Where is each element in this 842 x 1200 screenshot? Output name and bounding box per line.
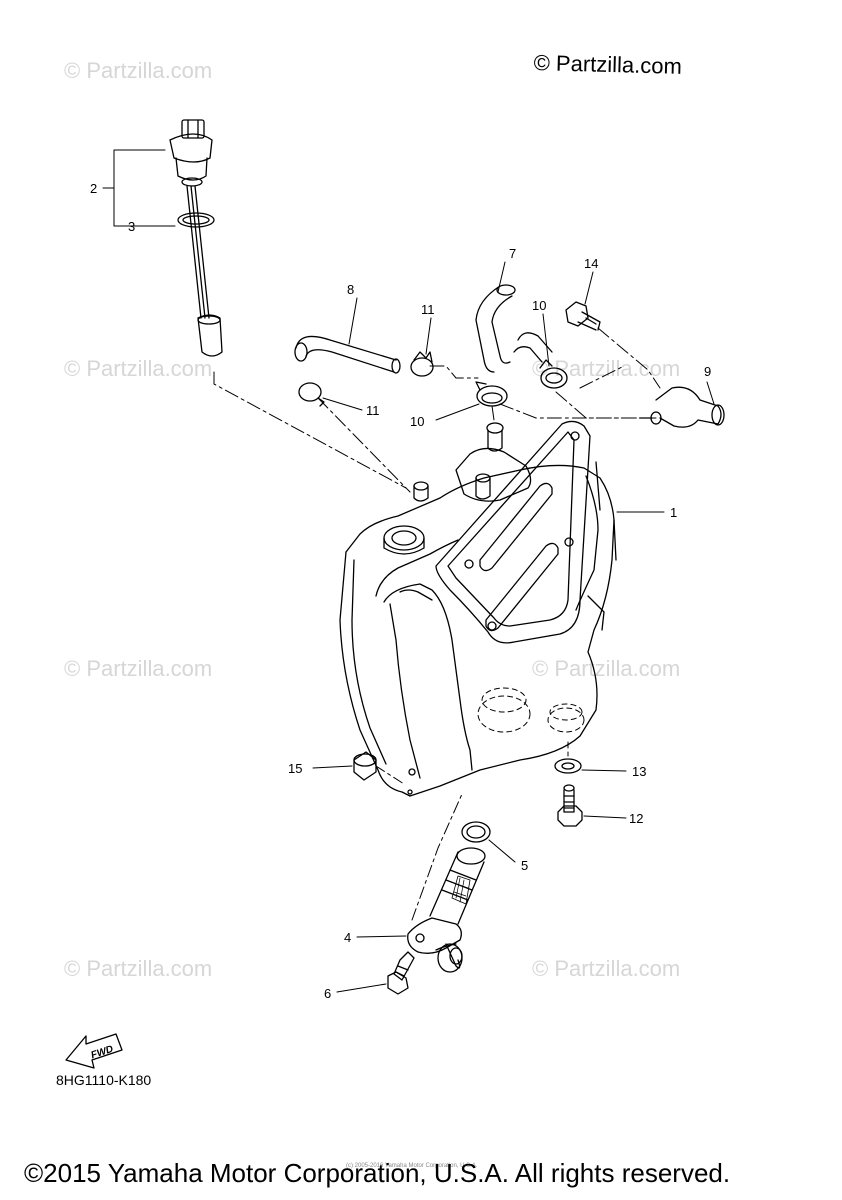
fwd-arrow-icon [65, 1033, 123, 1069]
grommet-15 [353, 751, 377, 781]
bolt-14 [565, 301, 601, 331]
callout-11-lower: 11 [366, 403, 380, 418]
strainer-4 [407, 847, 486, 973]
callout-1: 1 [670, 505, 677, 520]
callout-8: 8 [347, 282, 354, 297]
callout-10-lower: 10 [410, 414, 424, 429]
diagram-code: 8HG1110-K180 [56, 1072, 152, 1088]
washer-13 [554, 758, 582, 774]
watermark: © Partzilla.com [64, 956, 213, 981]
fine-print: (c) 2005-2016 Yamaha Motor Corporation, … [346, 1163, 478, 1169]
clamp-10-upper [539, 359, 568, 389]
watermark: © Partzilla.com [64, 58, 213, 83]
drain-bolt-12 [557, 784, 583, 827]
callout-4: 4 [344, 930, 351, 945]
fwd-label: FWD [90, 1044, 115, 1062]
callout-15: 15 [288, 761, 302, 776]
copyright-notice: ©2015 Yamaha Motor Corporation, U.S.A. A… [24, 1158, 731, 1188]
bolt-6 [387, 951, 415, 995]
callout-3: 3 [128, 219, 135, 234]
o-ring-5 [461, 821, 491, 843]
watermark: © Partzilla.com [532, 956, 681, 981]
elbow-fitting-9 [639, 386, 725, 428]
callout-5: 5 [521, 858, 528, 873]
oil-tank [339, 420, 617, 797]
clamp-10-lower [475, 381, 508, 407]
callout-2: 2 [90, 181, 97, 196]
callout-13: 13 [632, 764, 646, 779]
hose-7 [475, 284, 553, 373]
clamp-11-lower [298, 382, 325, 407]
oil-level-gauge [169, 119, 223, 357]
callout-11-upper: 11 [421, 302, 435, 317]
watermark: © Partzilla.com [532, 656, 681, 681]
watermark: © Partzilla.com [64, 356, 213, 381]
callout-14: 14 [584, 256, 598, 271]
clamp-11-upper [410, 351, 434, 377]
callout-10-upper: 10 [532, 298, 546, 313]
callout-7: 7 [509, 246, 516, 261]
hose-8 [294, 335, 401, 374]
callout-6: 6 [324, 986, 331, 1001]
callout-9: 9 [704, 364, 711, 379]
watermark: © Partzilla.com [64, 656, 213, 681]
callout-12: 12 [629, 811, 643, 826]
